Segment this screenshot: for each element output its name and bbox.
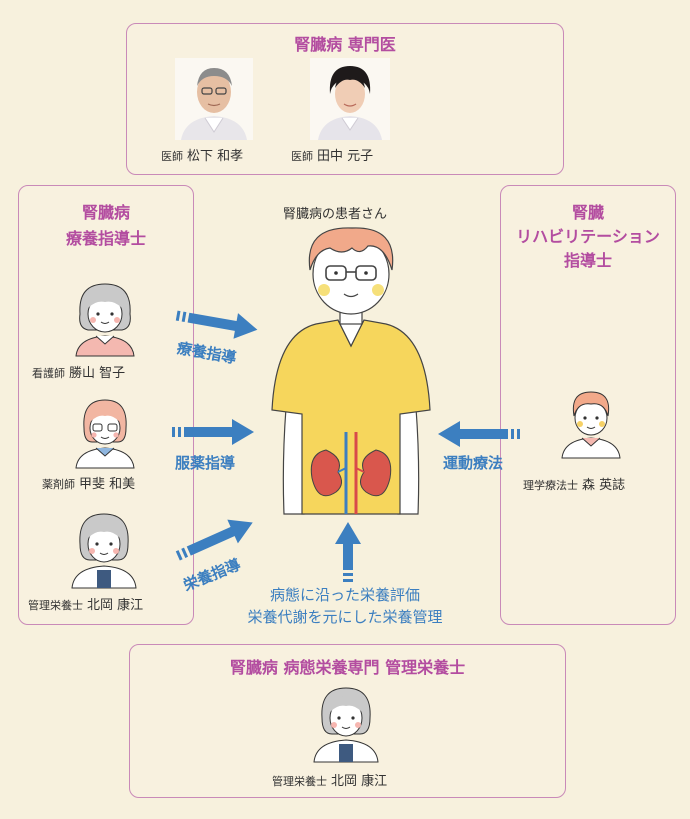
doctor-label-matsushita: 医師松下 和孝 <box>161 145 243 164</box>
doctor-photo-matsushita <box>175 58 253 140</box>
arrow-care-guidance <box>175 310 258 339</box>
doctor-photo-tanaka <box>310 58 390 140</box>
physical-therapist-name: 森 英誌 <box>582 478 626 493</box>
patient-label: 腎臓病の患者さん <box>283 207 388 222</box>
pharmacist-label: 薬剤師甲斐 和美 <box>42 473 135 492</box>
dietitian-role: 管理栄養士 <box>28 599 83 612</box>
nutrition-caption-line1: 病態に沿った栄養評価 <box>269 586 420 604</box>
dietitian-illustration-left <box>71 513 137 589</box>
rehab-title-line1: 腎臓 <box>571 203 604 222</box>
pharmacist-name: 甲斐 和美 <box>79 477 136 492</box>
arrow-medication-guidance <box>172 419 254 445</box>
patient-illustration <box>271 227 431 515</box>
specialists-title: 腎臓病 専門医 <box>294 35 396 54</box>
doctor-role: 医師 <box>291 150 313 163</box>
pharmacist-illustration <box>75 399 135 469</box>
doctor-label-tanaka: 医師田中 元子 <box>291 145 373 164</box>
doctor-name: 田中 元子 <box>317 149 374 164</box>
physical-therapist-illustration <box>561 391 621 459</box>
exercise-therapy-label: 運動療法 <box>443 454 504 472</box>
arrow-exercise-therapy <box>438 421 520 447</box>
nurse-label: 看護師勝山 智子 <box>32 362 125 381</box>
dietitian-label-left: 管理栄養士北岡 康江 <box>28 594 143 613</box>
dietitian-illustration-bottom <box>313 687 379 763</box>
dietitian-name: 北岡 康江 <box>331 774 388 789</box>
rehab-title-line3: 指導士 <box>563 251 612 270</box>
arrow-nutrition-guidance <box>175 519 253 561</box>
dietitian-role: 管理栄養士 <box>272 775 327 788</box>
arrow-nutrition-management <box>335 522 361 582</box>
care-instructors-title-line1: 腎臓病 <box>81 203 130 222</box>
nurse-name: 勝山 智子 <box>69 366 126 381</box>
care-instructors-title-line2: 療養指導士 <box>65 229 146 248</box>
doctor-role: 医師 <box>161 150 183 163</box>
nurse-illustration <box>75 283 135 357</box>
dietitian-title: 腎臓病 病態栄養専門 管理栄養士 <box>229 658 466 677</box>
rehab-title-line2: リハビリテーション <box>516 227 660 246</box>
physical-therapist-role: 理学療法士 <box>523 479 578 492</box>
nurse-role: 看護師 <box>32 367 65 380</box>
nutrition-caption-line2: 栄養代謝を元にした栄養管理 <box>247 608 443 626</box>
medication-guidance-label: 服薬指導 <box>175 454 236 472</box>
dietitian-name: 北岡 康江 <box>87 598 144 613</box>
physical-therapist-label: 理学療法士森 英誌 <box>523 474 625 493</box>
nutrition-caption: 病態に沿った栄養評価 栄養代謝を元にした栄養管理 <box>210 584 480 628</box>
pharmacist-role: 薬剤師 <box>42 478 75 491</box>
dietitian-label-bottom: 管理栄養士北岡 康江 <box>272 770 387 789</box>
doctor-name: 松下 和孝 <box>187 149 244 164</box>
